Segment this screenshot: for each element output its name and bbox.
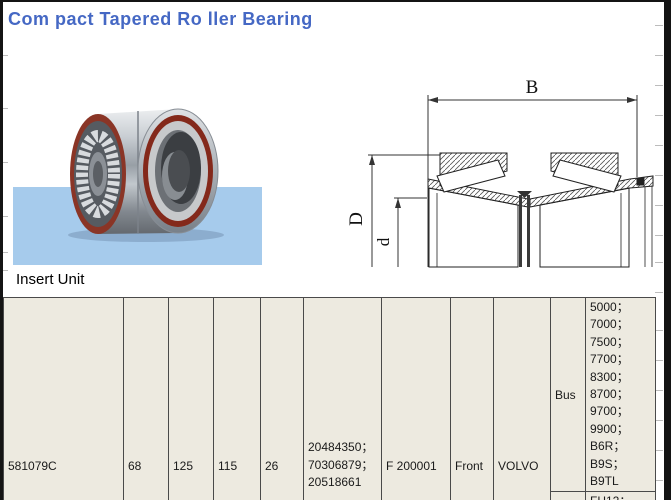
bearing-section-left: [427, 152, 529, 268]
models-cell-truck: FH12；FH16； FL6；FM10； FM12；FM7； FM9: [585, 491, 656, 500]
extra-dimension-cell: 26: [260, 296, 304, 500]
table-row-truck: Truck FH12；FH16； FL6；FM10； FM12；FM7； FM9: [4, 491, 656, 500]
page-border-right: [664, 0, 671, 500]
part-number-cell: 581079C: [3, 296, 124, 500]
outer-diameter-cell: 125: [168, 296, 214, 500]
vehicle-type-cell-truck: Truck: [550, 491, 586, 500]
bearing-spec-table: 581079C 68 125 115 26 20484350； 70306879…: [3, 296, 656, 500]
section-label: Insert Unit: [16, 271, 85, 288]
bearing-cross-section-diagram: B D d: [346, 77, 654, 268]
dimension-arrows: [369, 97, 637, 208]
bearing-section-right: [529, 152, 654, 268]
dim-label-width: B: [526, 77, 539, 98]
bore-diameter-cell: 68: [123, 296, 169, 500]
models-cell-bus: 5000；7000； 7500；7700； 8300；8700； 9700；99…: [585, 296, 656, 493]
width-cell: 115: [213, 296, 261, 500]
page-title: Com pact Tapered Ro ller Bearing: [8, 9, 313, 29]
vehicle-type-cell-bus: Bus: [550, 296, 586, 493]
page-border-top: [0, 0, 671, 2]
table-row-bus: 581079C 68 125 115 26 20484350； 70306879…: [3, 296, 656, 500]
dim-label-outer-diameter: D: [346, 212, 367, 226]
bearing-photo-image: [68, 108, 224, 242]
brand-cell: VOLVO: [493, 296, 551, 500]
page-border-left: [0, 0, 3, 500]
oem-numbers-cell: 20484350； 70306879； 20518661: [303, 296, 382, 500]
position-cell: Front: [450, 296, 494, 500]
dim-label-bore: d: [374, 237, 393, 246]
center-spacer: [517, 191, 532, 267]
reference-number-cell: F 200001: [381, 296, 451, 500]
